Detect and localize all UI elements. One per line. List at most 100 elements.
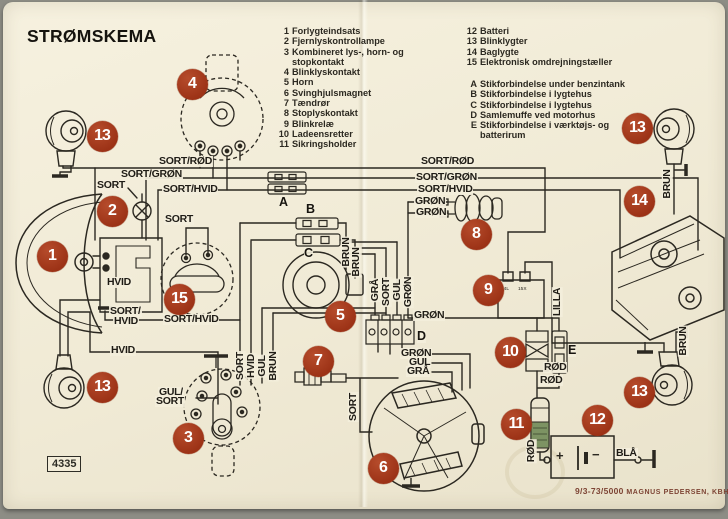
wire-color-label: SORT <box>96 179 126 191</box>
wire-color-label: RØD <box>524 438 537 464</box>
wire-color-label: HVID <box>110 344 136 356</box>
flasher-relay-drawing: 54L 15X <box>498 272 544 318</box>
connector-letter-label: C <box>304 246 314 260</box>
wire-color-label: HVID <box>106 276 132 288</box>
printer-name: MAGNUS PEDERSEN, KBH. <box>626 489 728 496</box>
legend-item-number: 11 <box>279 139 289 150</box>
legend-item-number: 6 <box>283 87 289 98</box>
wire-color-label: HVID <box>244 353 257 379</box>
wire-color-label: SORT/GRØN <box>120 168 183 180</box>
legend-item-label: Stikforbindelse i lygtehus <box>480 89 592 100</box>
wire-color-label: GRØN <box>413 309 446 321</box>
battery-minus-sign: − <box>592 447 600 462</box>
wire-color-label: SORT <box>233 351 246 381</box>
component-number-badge: 7 <box>302 345 334 377</box>
plug-connectors-drawing <box>268 172 340 246</box>
component-number-badge: 1 <box>36 240 68 272</box>
legend-item-number: 9 <box>283 118 289 129</box>
junction-block-drawing <box>366 315 414 344</box>
combined-switch-drawing <box>184 356 260 476</box>
wire-color-label: SORT <box>379 277 392 307</box>
legend-item-label: Horn <box>292 77 314 88</box>
wire-color-label: SORT <box>155 395 185 407</box>
legend-item-number: 3 <box>283 46 289 57</box>
legend-item-label: Samlemuffe ved motorhus <box>480 109 596 120</box>
connector-letter-label: A <box>279 195 289 209</box>
wire-color-label: GUL/ <box>158 386 184 398</box>
legend-item-label: Forlygteindsats <box>292 26 361 36</box>
wire-color-label: LILLA <box>550 286 563 318</box>
connector-letter-label: E <box>568 343 577 357</box>
component-number-badge: 8 <box>460 218 492 250</box>
wire-color-label: GRÅ <box>406 365 431 377</box>
relay-terminal-label: 15X <box>518 286 527 292</box>
wire-color-label: SORT <box>346 392 359 422</box>
legend-item-number: 12 <box>466 26 477 36</box>
component-number-badge: 9 <box>472 274 504 306</box>
component-number-badge: 12 <box>581 404 613 436</box>
legend-item-label: Tændrør <box>292 98 330 109</box>
legend-item-number: 1 <box>283 26 289 36</box>
legend-item-number: C <box>470 99 477 110</box>
legend-item-number: 5 <box>283 77 289 88</box>
headlamp-socket-drawing <box>100 238 162 312</box>
connector-letter-label: D <box>417 329 427 343</box>
legend-item-number: 15 <box>466 56 477 67</box>
legend-item-number: 14 <box>466 46 477 57</box>
page-title: STRØMSKEMA <box>27 26 157 46</box>
component-number-badge: 13 <box>623 376 655 408</box>
component-number-badge: 13 <box>86 120 118 152</box>
legend-item-label: Svinghjulsmagnet <box>292 87 372 98</box>
legend-item-number: 4 <box>283 67 289 78</box>
control-lamp-icon <box>133 202 151 220</box>
legend-item-label: Stikforbindelse i værktøjs- og batteriru… <box>480 120 610 141</box>
legend-item-label: Fjernlyskontrollampe <box>292 36 385 47</box>
legend-item-number: 2 <box>283 36 289 47</box>
print-reference: 9/3-73/5000 <box>575 486 624 496</box>
printer-credit: 9/3-73/5000 MAGNUS PEDERSEN, KBH. <box>575 486 728 496</box>
blinker-lamp-drawing <box>44 109 694 408</box>
flywheel-magneto-drawing <box>369 381 484 491</box>
legend-item-label: Blinklygter <box>480 36 528 47</box>
wire-color-label: SORT/ <box>109 305 142 317</box>
wire-color-label: GUL <box>408 356 432 368</box>
legend-item-label: Sikringsholder <box>292 139 357 150</box>
wire-color-label: BRUN <box>676 325 689 357</box>
legend-item-label: Batteri <box>480 26 510 36</box>
wire-color-label: BRUN <box>266 350 279 382</box>
legend-item-number: D <box>470 109 477 120</box>
wire-color-label: BLÅ <box>615 447 638 459</box>
legend-item-label: Stikforbindelse under benzintank <box>480 79 625 89</box>
legend-item-label: Stikforbindelse i lygtehus <box>480 99 592 110</box>
legend-item-label: Stoplyskontakt <box>292 108 358 119</box>
component-number-badge: 13 <box>621 112 653 144</box>
wire-color-label: SORT/HVID <box>162 183 219 195</box>
wire-color-label: GRØN <box>400 347 433 359</box>
ground-stems <box>411 342 645 486</box>
wire-color-label: GRØN <box>414 195 447 207</box>
legend-item-number: 13 <box>466 36 477 47</box>
legend-item-number: 10 <box>278 128 289 139</box>
wire-color-label: BRUN <box>349 246 362 278</box>
component-number-badge: 4 <box>176 68 208 100</box>
legend-item-number: E <box>470 120 477 131</box>
wire-color-label: GRØN <box>401 275 414 309</box>
